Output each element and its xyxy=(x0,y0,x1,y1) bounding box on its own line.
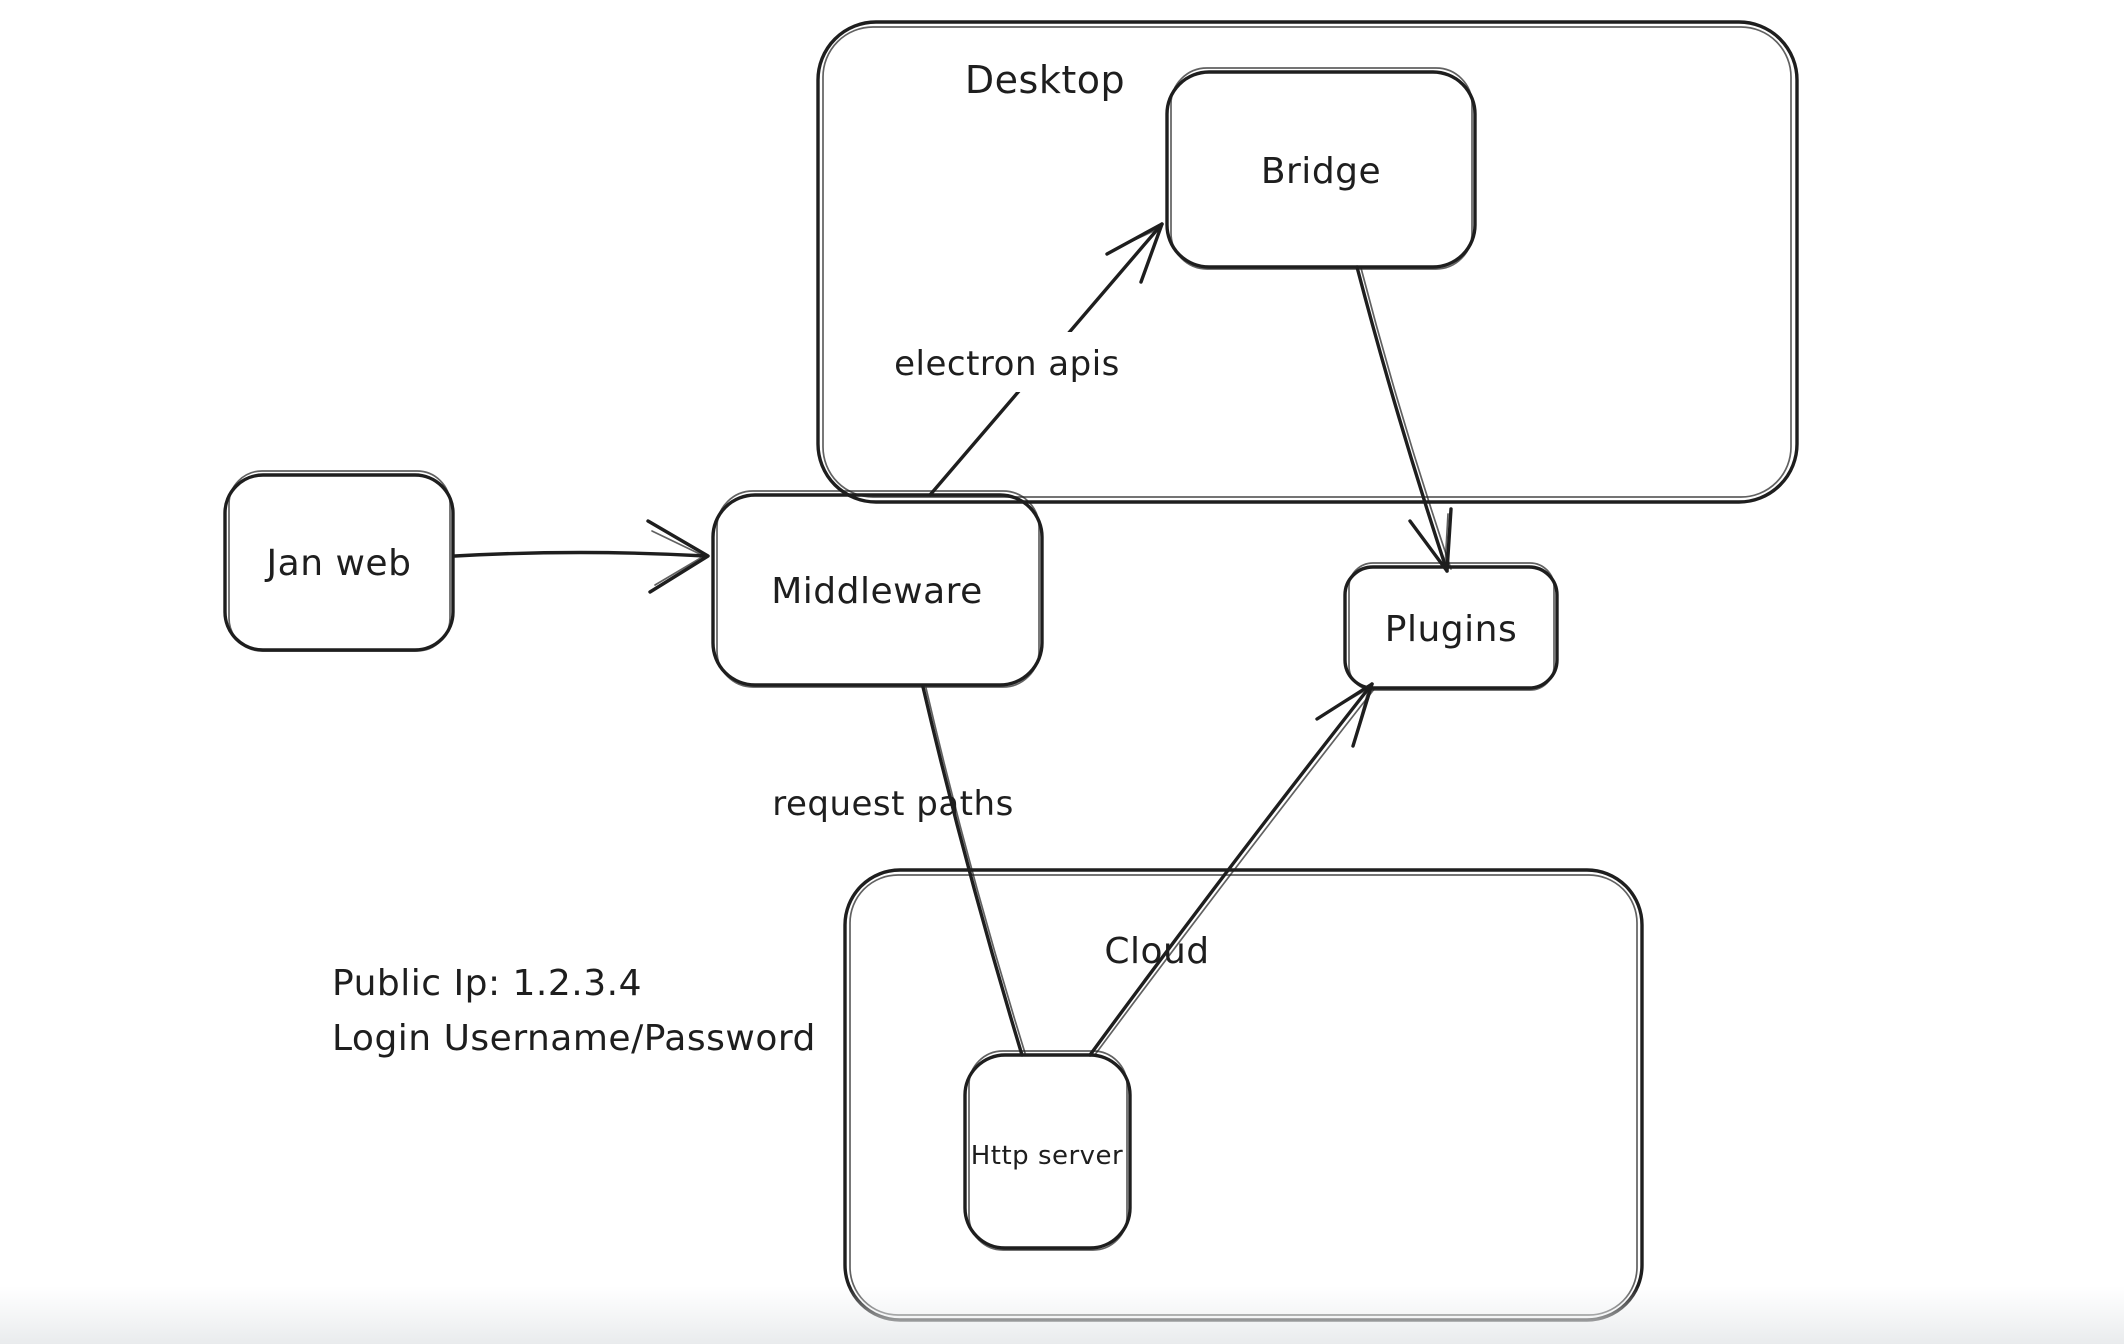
node-middleware-box[interactable] xyxy=(711,493,1044,687)
container-desktop-label[interactable]: Desktop xyxy=(965,58,1125,102)
arrow-janweb-middleware-line[interactable] xyxy=(453,550,708,558)
node-bridge-label[interactable]: Bridge xyxy=(1261,151,1381,192)
node-plugins[interactable]: Plugins xyxy=(1343,562,1559,691)
arrow-bridge-plugins-line-sketch xyxy=(1360,267,1452,570)
edge-label-electron-apis[interactable]: electron apis xyxy=(894,344,1120,384)
node-jan-web-sketch-stroke xyxy=(228,470,451,652)
container-desktop[interactable]: Desktop xyxy=(816,20,1799,504)
node-http-server[interactable]: Http server xyxy=(963,1050,1132,1251)
arrow-middleware-bridge[interactable]: electron apis xyxy=(878,222,1164,497)
node-jan-web-label[interactable]: Jan web xyxy=(265,543,412,584)
arrow-janweb-middleware-head-sketch xyxy=(651,530,705,586)
node-middleware[interactable]: Middleware xyxy=(711,490,1044,688)
node-http-server-sketch-stroke xyxy=(968,1050,1128,1251)
arrow-middleware-bridge-head-sketch xyxy=(1112,227,1161,277)
node-jan-web-box[interactable] xyxy=(223,473,455,652)
line-middleware-httpserver[interactable]: request paths xyxy=(772,685,1026,1057)
canvas-bottom-fade xyxy=(0,1286,2124,1344)
node-middleware-sketch-stroke xyxy=(716,490,1040,688)
line-middleware-httpserver-sketch xyxy=(925,687,1026,1054)
node-plugins-box[interactable] xyxy=(1343,565,1559,690)
arrow-bridge-plugins-head-sketch xyxy=(1413,513,1449,568)
node-bridge-box[interactable] xyxy=(1165,70,1477,269)
note-credentials[interactable]: Public Ip: 1.2.3.4 Login Username/Passwo… xyxy=(332,963,816,1059)
arrow-httpserver-plugins[interactable] xyxy=(1088,682,1376,1057)
node-middleware-label[interactable]: Middleware xyxy=(771,571,983,612)
arrow-httpserver-plugins-head-sketch xyxy=(1322,687,1370,739)
cloud-frame-sketch-stroke xyxy=(849,874,1638,1316)
arrow-janweb-middleware-head xyxy=(646,519,710,594)
desktop-frame-sketch-stroke xyxy=(822,26,1792,498)
edge-label-electron-apis-bg xyxy=(878,332,1136,392)
node-bridge-sketch-stroke xyxy=(1170,67,1473,270)
line-middleware-httpserver-path[interactable] xyxy=(921,685,1024,1057)
node-http-server-box[interactable] xyxy=(963,1053,1132,1250)
arrow-janweb-middleware[interactable] xyxy=(453,519,710,594)
edge-label-request-paths[interactable]: request paths xyxy=(772,784,1014,824)
node-http-server-label[interactable]: Http server xyxy=(971,1141,1124,1171)
node-plugins-label[interactable]: Plugins xyxy=(1385,609,1517,650)
annotation-login[interactable]: Login Username/Password xyxy=(332,1018,816,1059)
annotation-public-ip[interactable]: Public Ip: 1.2.3.4 xyxy=(332,963,642,1004)
desktop-frame[interactable] xyxy=(816,20,1799,504)
node-bridge[interactable]: Bridge xyxy=(1165,67,1477,270)
node-plugins-sketch-stroke xyxy=(1348,562,1555,691)
arrow-httpserver-plugins-line-sketch xyxy=(1093,687,1376,1057)
arrow-bridge-plugins[interactable] xyxy=(1355,265,1453,573)
arrow-bridge-plugins-line[interactable] xyxy=(1355,265,1449,573)
arrow-httpserver-plugins-line[interactable] xyxy=(1088,682,1374,1057)
node-jan-web[interactable]: Jan web xyxy=(223,470,455,652)
